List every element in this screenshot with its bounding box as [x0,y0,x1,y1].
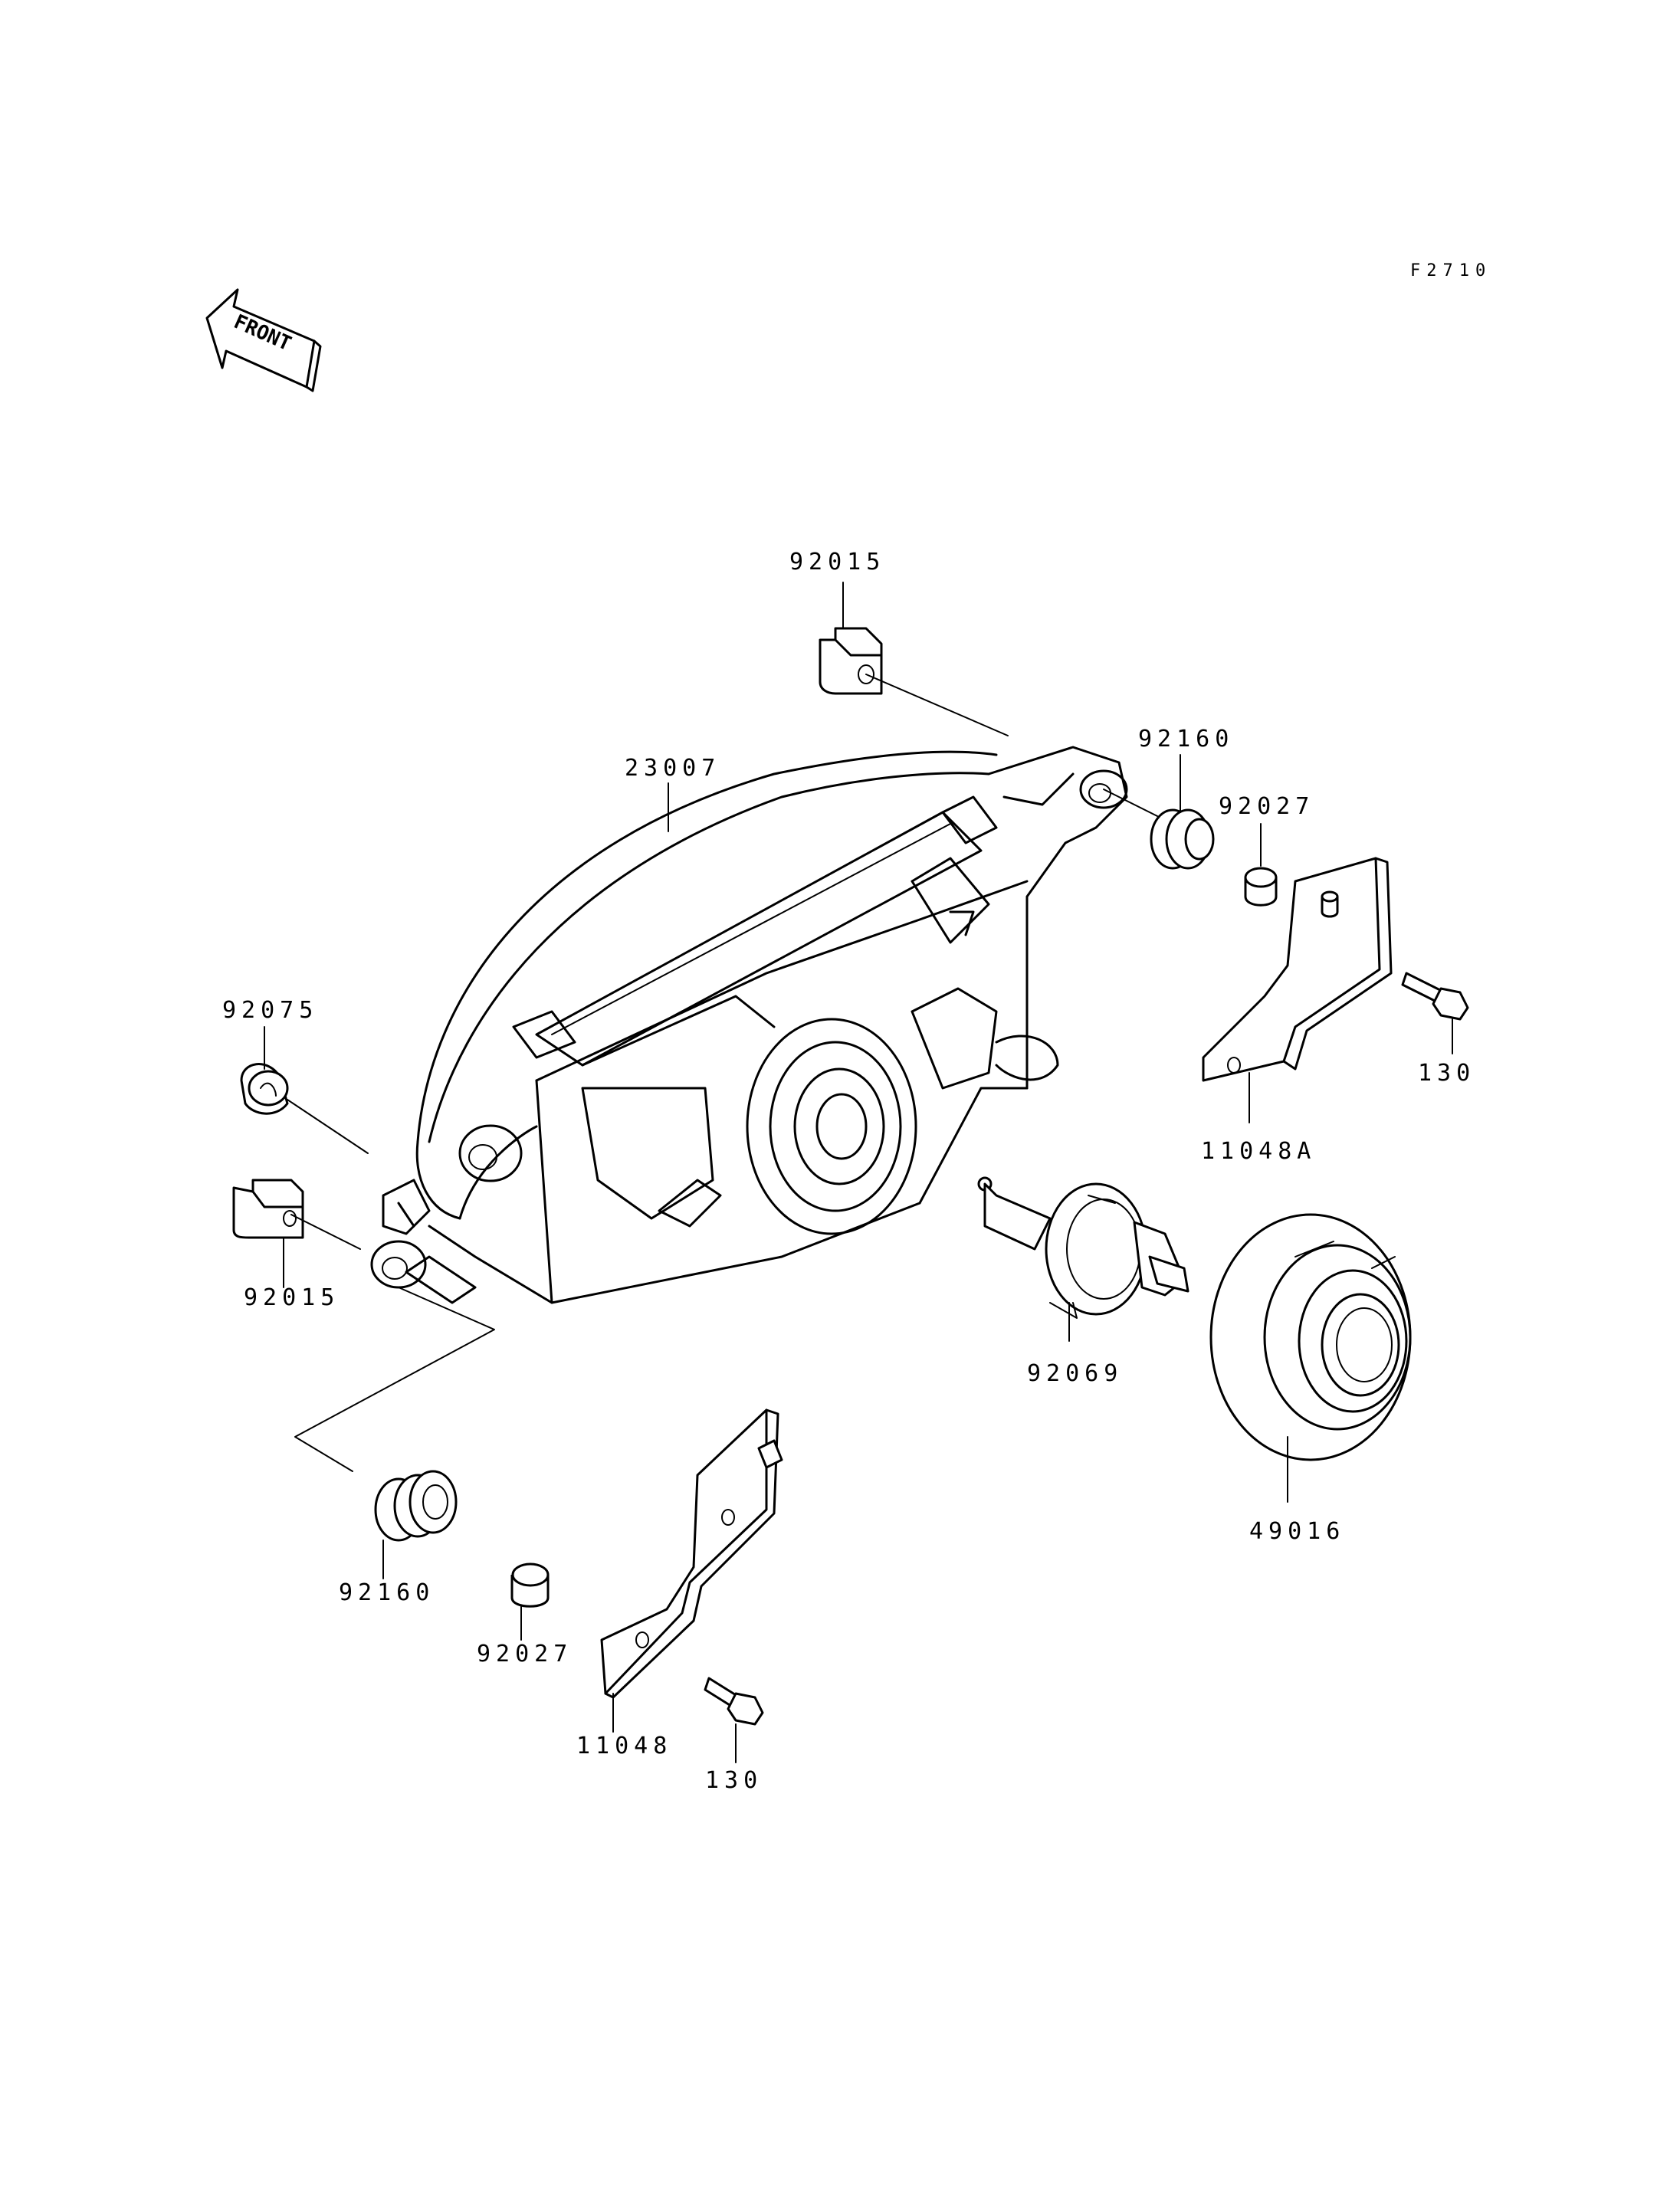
diagram-code: F2710 [1410,261,1491,280]
label-92160-right: 92160 [1138,726,1234,753]
label-92160-left: 92160 [339,1579,435,1606]
label-92015-left: 92015 [244,1284,340,1311]
bracket-11048 [600,1408,783,1733]
bolt-130-bottom [704,1677,764,1763]
label-130-right: 130 [1418,1060,1475,1087]
bulb-92069 [977,1176,1189,1342]
label-92027-left: 92027 [477,1641,573,1667]
label-92027-right: 92027 [1219,793,1314,820]
clip-92015-top [819,582,1009,736]
collar-92027-left [510,1562,550,1641]
label-92069: 92069 [1027,1360,1123,1387]
label-49016: 49016 [1249,1518,1345,1545]
collar-92027-right [1244,823,1278,907]
grommet-92075 [240,1026,369,1154]
label-130-bottom: 130 [705,1767,763,1794]
label-23007: 23007 [625,755,720,782]
front-arrow-icon: FRONT [205,288,322,392]
leader-grommet-left [294,1287,495,1472]
clip-92015-left [232,1179,361,1288]
label-11048A: 11048A [1201,1138,1316,1165]
label-92015-top: 92015 [789,549,885,575]
bolt-130-right [1401,972,1469,1054]
bracket-11048A [1202,857,1393,1123]
grommet-92160-left [374,1470,458,1579]
label-11048: 11048 [576,1733,672,1759]
label-92075: 92075 [222,997,318,1024]
dust-cover-49016 [1209,1213,1412,1503]
grommet-92160-right [1103,754,1215,870]
